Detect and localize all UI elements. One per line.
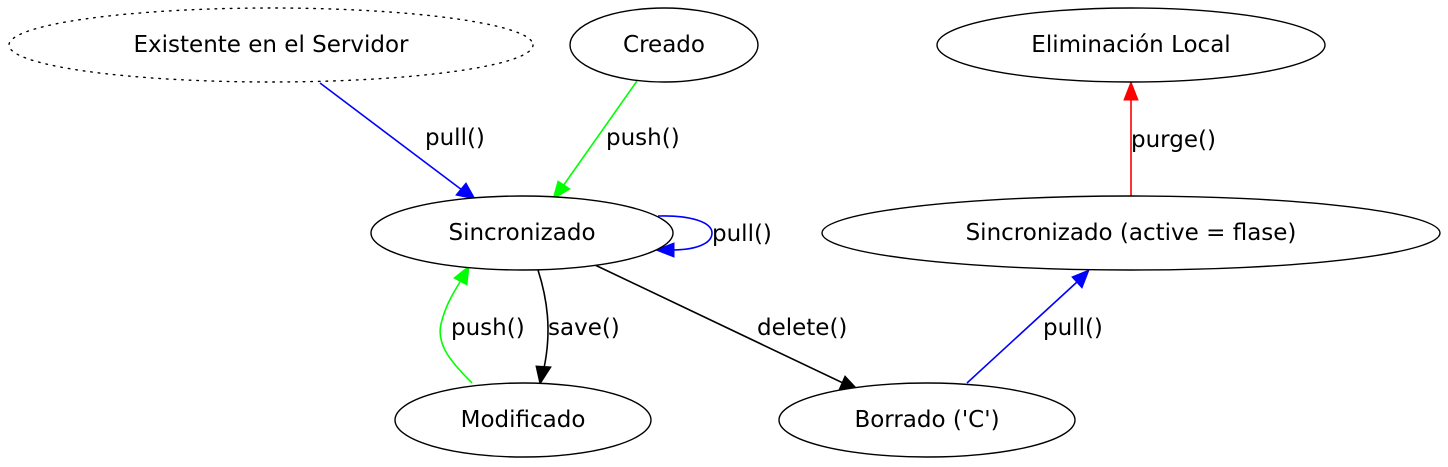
node-ellipse xyxy=(370,195,674,271)
edge-modificado-to-sincronizado: push() xyxy=(439,264,525,384)
edge-label-purge: purge() xyxy=(1131,127,1216,153)
edge-sincronizado-self-loop: pull() xyxy=(654,215,772,258)
edge-line xyxy=(594,264,844,384)
edge-creado-to-sincronizado: push() xyxy=(552,80,680,201)
node-modificado: Modificado xyxy=(394,382,652,458)
node-label: Existente en el Servidor xyxy=(134,32,410,58)
node-ellipse xyxy=(821,195,1441,271)
node-borrado: Borrado ('C') xyxy=(778,382,1076,458)
edge-label-pull: pull() xyxy=(425,125,485,151)
node-label: Borrado ('C') xyxy=(854,407,999,433)
arrowhead xyxy=(1071,269,1090,289)
node-label: Eliminación Local xyxy=(1031,32,1230,58)
edge-line xyxy=(562,80,638,187)
edge-label-pull-self: pull() xyxy=(712,221,772,247)
edge-label-push: push() xyxy=(606,125,680,151)
edge-sincronizado-inactive-to-eliminacion: purge() xyxy=(1123,80,1216,196)
edge-line xyxy=(319,82,463,191)
edge-label-delete: delete() xyxy=(757,315,847,341)
arrowhead xyxy=(535,365,552,386)
arrowhead xyxy=(1123,80,1139,101)
arrowhead xyxy=(453,264,470,286)
edge-sincronizado-to-modificado: save() xyxy=(535,269,620,386)
node-label: Sincronizado (active = flase) xyxy=(966,220,1297,246)
edge-line xyxy=(439,281,473,384)
edge-line xyxy=(657,215,713,251)
edge-sincronizado-to-borrado: delete() xyxy=(594,264,860,391)
edge-line xyxy=(966,281,1078,384)
node-label: Creado xyxy=(623,32,705,58)
node-ellipse xyxy=(394,382,652,458)
node-ellipse xyxy=(936,7,1326,83)
node-ellipse xyxy=(778,382,1076,458)
node-sincronizado-inactive: Sincronizado (active = flase) xyxy=(821,195,1441,271)
node-ellipse xyxy=(8,7,534,83)
node-creado: Creado xyxy=(569,7,759,83)
arrowhead xyxy=(455,182,476,200)
edge-existente-to-sincronizado: pull() xyxy=(319,82,485,200)
node-label: Modificado xyxy=(461,407,586,433)
node-ellipse xyxy=(569,7,759,83)
node-existente-en-el-servidor: Existente en el Servidor xyxy=(8,7,534,83)
node-eliminacion-local: Eliminación Local xyxy=(936,7,1326,83)
edge-borrado-to-sincronizado-inactive: pull() xyxy=(966,269,1103,384)
edge-label-save: save() xyxy=(548,315,620,341)
edge-line xyxy=(537,269,549,369)
edge-label-pull-inactive: pull() xyxy=(1043,315,1103,341)
node-label: Sincronizado xyxy=(448,220,595,246)
arrowhead xyxy=(654,242,675,258)
arrowhead xyxy=(552,180,571,201)
edge-label-push-back: push() xyxy=(451,315,525,341)
node-sincronizado: Sincronizado xyxy=(370,195,674,271)
